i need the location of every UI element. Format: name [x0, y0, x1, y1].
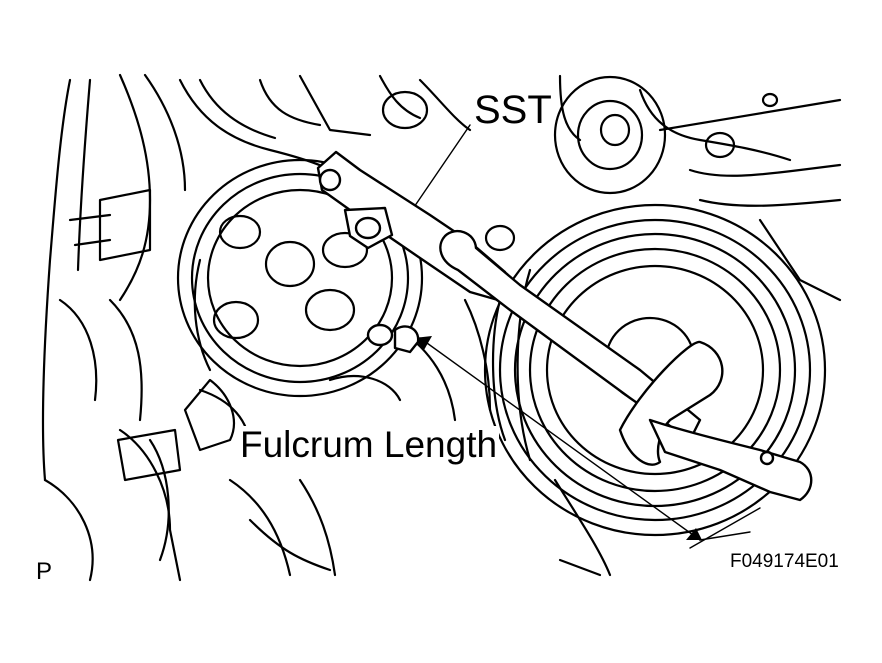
sst-tool	[316, 150, 813, 502]
sst-label: SST	[474, 88, 552, 132]
figure-code-label: F049174E01	[730, 551, 839, 572]
crankshaft-pulley	[483, 203, 827, 537]
engine-background-lines	[41, 73, 842, 582]
fulcrum-length-label: Fulcrum Length	[238, 424, 500, 465]
engine-background-parts	[116, 75, 779, 482]
view-marker-label: P	[36, 558, 53, 585]
pump-pulley	[176, 158, 424, 398]
fulcrum-end-arrowhead	[686, 528, 702, 540]
